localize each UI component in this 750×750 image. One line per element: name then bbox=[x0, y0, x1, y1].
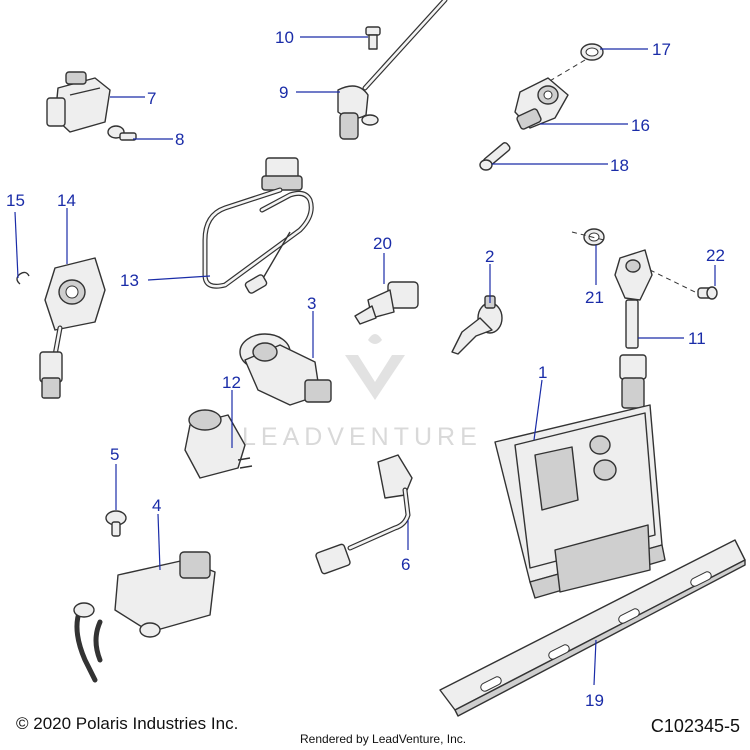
callout-20[interactable]: 20 bbox=[373, 234, 392, 253]
watermark-logo bbox=[345, 355, 405, 400]
part-19-bracket[interactable] bbox=[439, 539, 746, 717]
callout-3[interactable]: 3 bbox=[307, 294, 316, 313]
callout-13[interactable]: 13 bbox=[120, 271, 139, 290]
callout-19[interactable]: 19 bbox=[585, 691, 604, 710]
part-18-bolt[interactable] bbox=[479, 142, 511, 171]
part-3-ignition-switch[interactable] bbox=[239, 333, 332, 406]
callout-6[interactable]: 6 bbox=[401, 555, 410, 574]
part-17-o-ring[interactable] bbox=[580, 43, 604, 61]
callout-17[interactable]: 17 bbox=[652, 40, 671, 59]
diagram-code: C102345-5 bbox=[650, 716, 740, 736]
part-9-speed-sensor[interactable] bbox=[337, 0, 448, 140]
callout-14[interactable]: 14 bbox=[57, 191, 76, 210]
part-16-sensor[interactable] bbox=[514, 77, 569, 130]
callout-15[interactable]: 15 bbox=[6, 191, 25, 210]
part-12-power-outlet[interactable] bbox=[184, 409, 253, 479]
part-10-bolt[interactable] bbox=[365, 26, 381, 50]
part-20-temperature-sensor[interactable] bbox=[354, 281, 419, 325]
callout-9[interactable]: 9 bbox=[279, 83, 288, 102]
watermark: LEADVENTURE bbox=[242, 334, 482, 451]
callout-2[interactable]: 2 bbox=[485, 247, 494, 266]
callout-12[interactable]: 12 bbox=[222, 373, 241, 392]
part-13-wire-harness[interactable] bbox=[202, 157, 314, 294]
part-4-valve[interactable] bbox=[73, 551, 216, 683]
part-14-throttle-position-sensor[interactable] bbox=[39, 257, 106, 399]
part-1-ecu[interactable] bbox=[494, 404, 666, 599]
callout-10[interactable]: 10 bbox=[275, 28, 294, 47]
part-11-sensor[interactable] bbox=[614, 249, 653, 409]
callout-8[interactable]: 8 bbox=[175, 130, 184, 149]
callout-18[interactable]: 18 bbox=[610, 156, 629, 175]
callout-22[interactable]: 22 bbox=[706, 246, 725, 265]
callout-5[interactable]: 5 bbox=[110, 445, 119, 464]
part-8-screw[interactable] bbox=[107, 125, 137, 141]
watermark-text: LEADVENTURE bbox=[242, 423, 482, 451]
callout-1[interactable]: 1 bbox=[538, 363, 547, 382]
copyright-text: © 2020 Polaris Industries Inc. bbox=[16, 714, 239, 733]
rendered-by-text: Rendered by LeadVenture, Inc. bbox=[300, 732, 467, 746]
callout-16[interactable]: 16 bbox=[631, 116, 650, 135]
callout-11[interactable]: 11 bbox=[688, 329, 706, 348]
callout-21[interactable]: 21 bbox=[585, 288, 604, 307]
leader-lines bbox=[14, 36, 716, 686]
part-22-bolt[interactable] bbox=[697, 286, 718, 300]
part-2-sensor[interactable] bbox=[451, 295, 503, 355]
callout-4[interactable]: 4 bbox=[152, 496, 161, 515]
callouts: 10 9 7 8 17 16 18 15 14 13 20 2 21 22 11… bbox=[6, 28, 725, 710]
part-6-sensor[interactable] bbox=[315, 454, 413, 575]
part-7-map-sensor[interactable] bbox=[46, 71, 111, 133]
callout-7[interactable]: 7 bbox=[147, 89, 156, 108]
part-5-screw[interactable] bbox=[105, 510, 127, 537]
part-15-clip[interactable] bbox=[16, 271, 30, 285]
